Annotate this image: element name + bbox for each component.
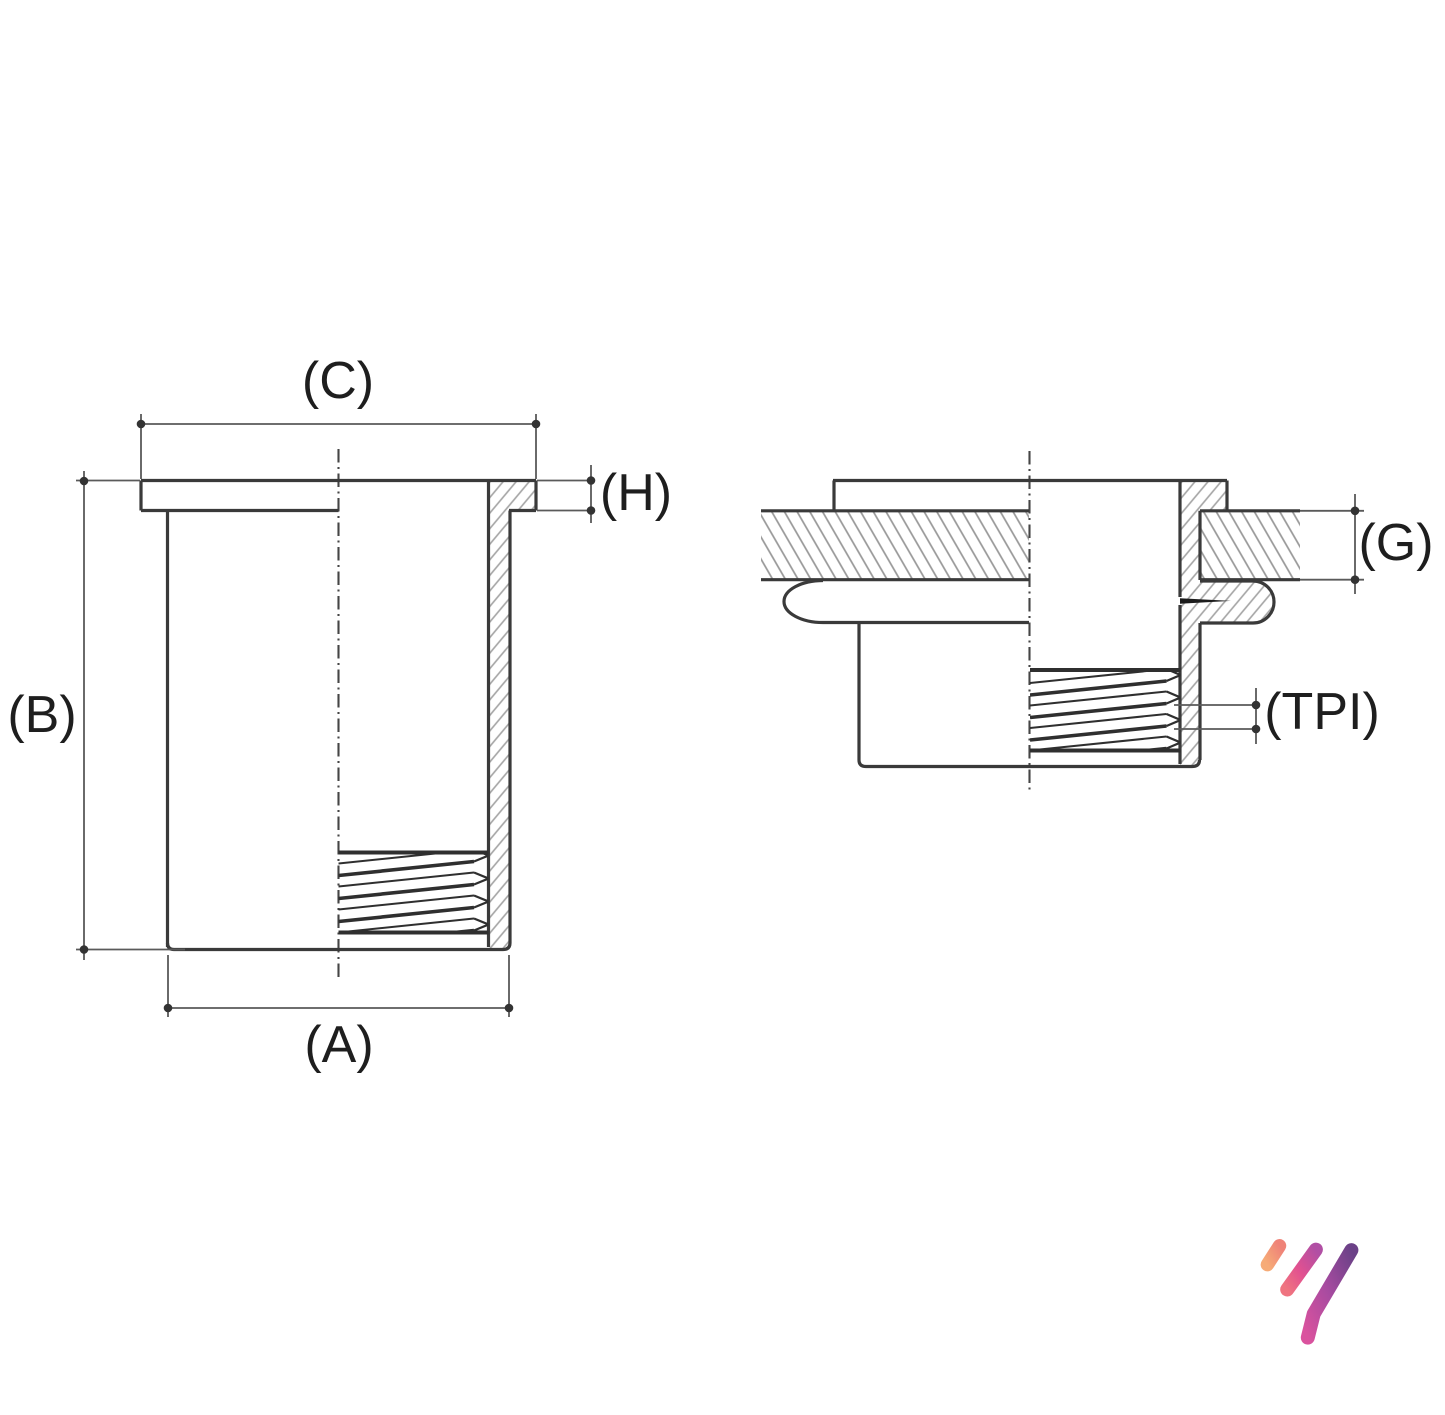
svg-text:(A): (A) bbox=[304, 1016, 373, 1074]
svg-text:(G): (G) bbox=[1358, 514, 1433, 572]
svg-text:(H): (H) bbox=[600, 464, 672, 522]
svg-text:(B): (B) bbox=[7, 686, 76, 744]
svg-text:(C): (C) bbox=[302, 352, 374, 410]
svg-text:(TPI): (TPI) bbox=[1264, 683, 1380, 741]
